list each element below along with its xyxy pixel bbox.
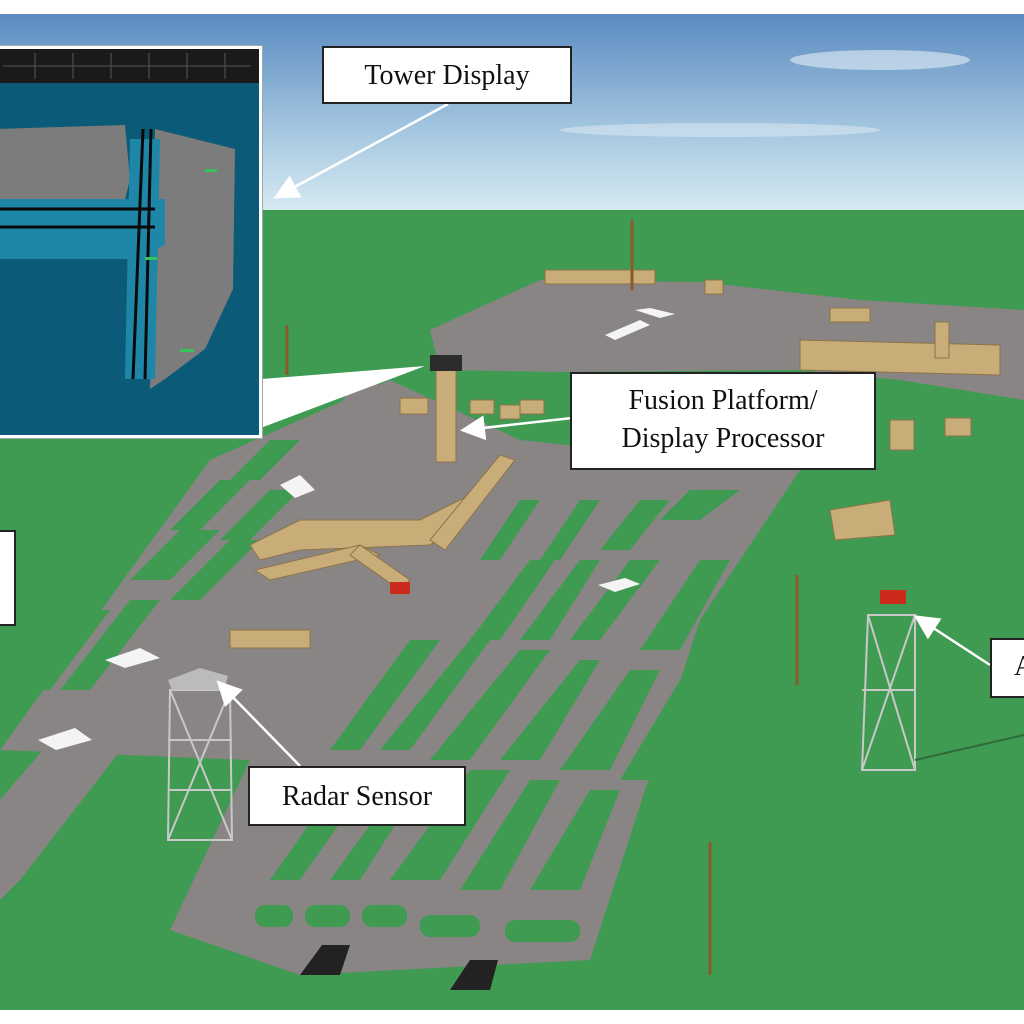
tower-display-text: Tower Display	[364, 60, 530, 91]
display-tracks	[145, 169, 217, 352]
display-processor-text: Display Processor	[621, 423, 825, 454]
approach-markings	[300, 945, 498, 990]
aircraft	[38, 308, 675, 750]
cloud	[790, 50, 970, 70]
antenna-poles	[285, 220, 799, 975]
right-sensor-text: A	[1014, 651, 1024, 682]
right-sensor-label-partial: A	[990, 638, 1024, 698]
fusion-platform-text: Fusion Platform/	[628, 385, 818, 416]
radar-sensor-text: Radar Sensor	[281, 781, 433, 812]
terminal-buildings	[229, 269, 1001, 649]
far-tower	[934, 321, 950, 359]
fence	[914, 734, 1024, 761]
right-sensor-tower	[860, 614, 916, 771]
zoom-wedge	[250, 366, 425, 432]
control-tower-cab	[430, 355, 462, 371]
control-tower	[435, 369, 457, 463]
runway-left	[0, 380, 400, 900]
cloud	[560, 123, 880, 137]
tower-display-map	[0, 49, 259, 435]
right-sensor-antenna	[880, 590, 906, 604]
radar-sensor-label: Radar Sensor	[248, 766, 466, 826]
bottom-margin	[0, 1010, 1024, 1024]
tower-display-panel	[0, 46, 262, 438]
tower-display-label: Tower Display	[322, 46, 572, 104]
display-runways	[0, 128, 155, 380]
left-label-partial	[0, 530, 16, 626]
radar-sensor-antenna	[168, 668, 228, 690]
callout-arrows	[216, 102, 991, 767]
fusion-platform-label: Fusion Platform/ Display Processor	[570, 372, 876, 470]
display-toolbar-cells	[3, 53, 251, 79]
red-vehicle	[390, 582, 410, 594]
top-margin	[0, 0, 1024, 14]
